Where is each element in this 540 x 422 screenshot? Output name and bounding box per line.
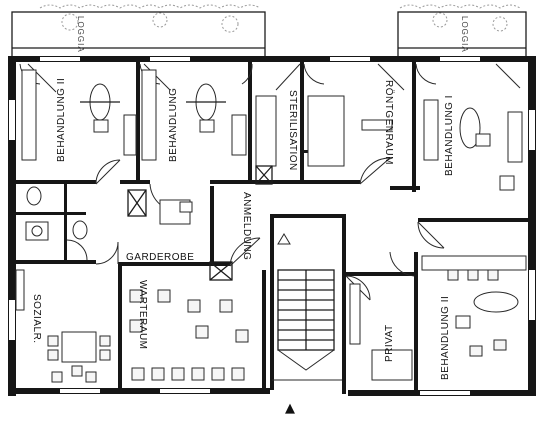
room-label-roentgenraum: RÖNTGENRAUM [383,80,395,165]
room-label-privat: PRIVAT [384,324,395,362]
planting-top [39,4,521,33]
room-label-sterilisation: STERILISATION [287,90,298,171]
sanitary [15,186,88,311]
room-label-garderobe: GARDEROBE [126,252,194,263]
waiting-chairs-right [447,269,507,357]
exterior-walls [8,56,536,396]
interior-walls [16,62,528,394]
room-label-behandlung-ii-bottom: BEHANDLUNG II [440,296,451,380]
sozial-furniture [47,331,111,383]
shafts [127,165,273,281]
room-label-anmeldung: ANMELDUNG [241,192,252,260]
doors [19,63,521,301]
room-label-behandlung-i: BEHANDLUNG I [444,95,455,176]
cabinets [21,69,527,381]
entrance-marker: ▲ [285,401,295,416]
dental-chairs [80,83,519,329]
room-label-warteraum: WARTERAUM [137,280,148,350]
room-label-behandlung-top: BEHANDLUNG [168,88,179,162]
staircase [272,233,342,381]
loggia-right: LOGGIA [397,11,527,59]
loggia-right-label: LOGGIA [460,16,469,53]
warteraum-furniture [129,289,249,381]
room-label-sozialraum: SOZIALR. [31,294,42,344]
room-label-behandlung-ii-top: BEHANDLUNG II [56,78,67,162]
loggia-left: LOGGIA [11,11,266,59]
loggia-left-label: LOGGIA [76,16,85,53]
